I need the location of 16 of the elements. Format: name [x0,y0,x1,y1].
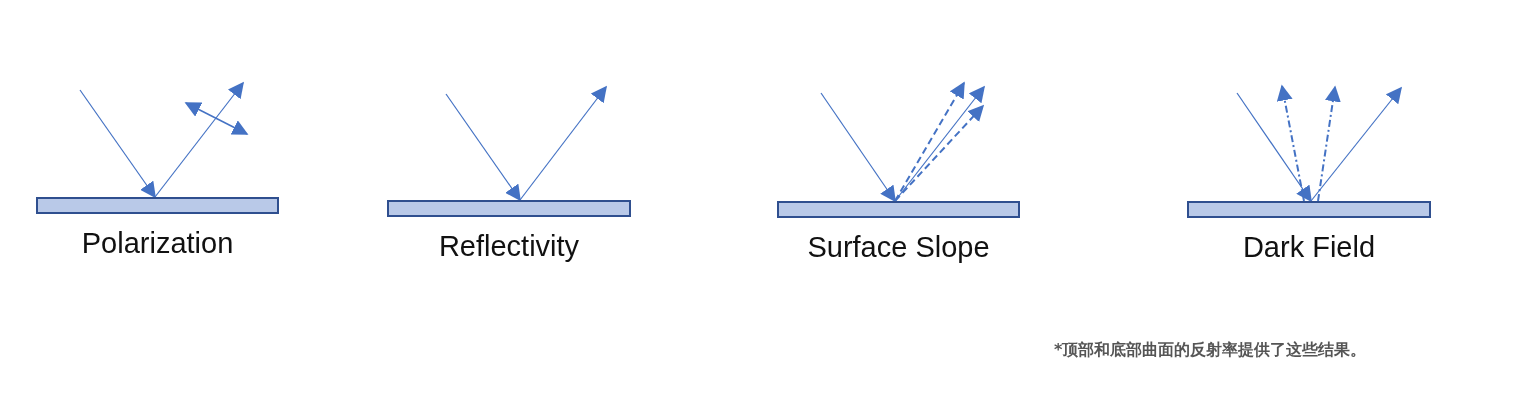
light-ray-arrow [1310,86,1402,202]
surface-label: Reflectivity [438,230,580,263]
light-ray-arrow [820,92,896,203]
light-ray-arrow [1236,92,1312,203]
footnote: *顶部和底部曲面的反射率提供了这些结果。 [1054,340,1367,361]
surface-label: Surface Slope [807,231,990,264]
light-ray-arrow [79,89,156,199]
surface-label: Polarization [81,227,234,260]
light-ray-arrow [519,85,607,201]
light-ray-arrow [894,104,985,202]
light-ray-arrow [154,81,244,198]
light-ray-arrow [1317,85,1341,202]
surface-label: Dark Field [1242,231,1376,264]
light-ray-arrow [1276,84,1305,202]
light-ray-arrow [445,93,521,202]
light-ray-arrow [894,81,965,202]
